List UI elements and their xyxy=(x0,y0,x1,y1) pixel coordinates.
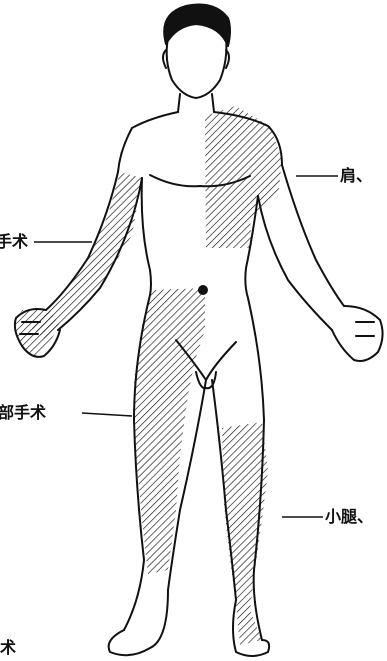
leader-line-thigh xyxy=(82,413,132,416)
shaded-left-thigh xyxy=(134,288,205,574)
label-foot: 术 xyxy=(0,640,16,656)
label-thigh: 部手术 xyxy=(0,405,46,421)
label-calf: 小腿、 xyxy=(325,509,373,525)
label-upper-arm: 手术 xyxy=(0,234,28,250)
label-shoulder: 肩、 xyxy=(340,168,372,184)
